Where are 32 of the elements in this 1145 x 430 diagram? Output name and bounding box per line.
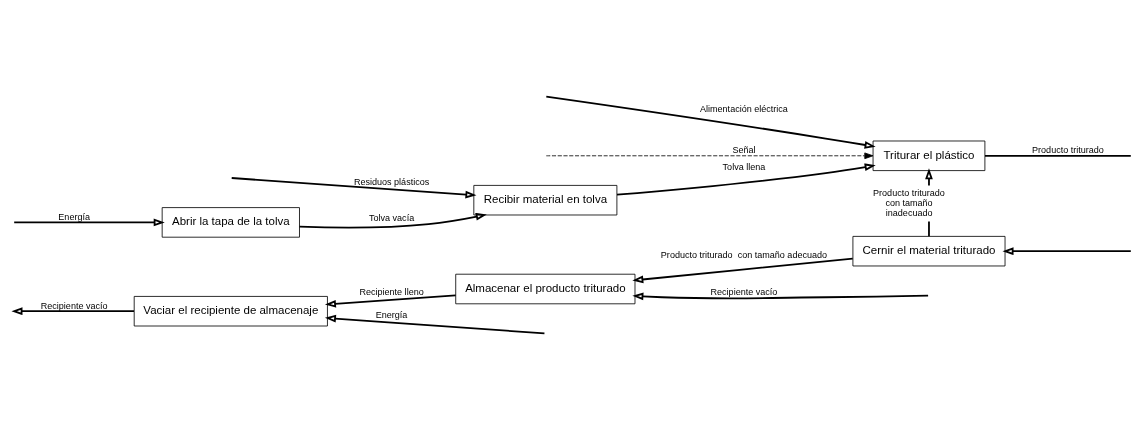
node-box: Cernir el material triturado — [852, 235, 1006, 267]
arrow — [1002, 247, 1132, 256]
node-box: Almacenar el producto triturado — [455, 273, 636, 305]
edge-label: Energía — [375, 309, 408, 320]
edge-label: Producto triturado con tamaño inadecuado — [873, 187, 945, 218]
arrow — [632, 257, 854, 284]
node-box: Recibir material en tolva — [473, 185, 618, 216]
arrow — [545, 95, 876, 149]
edge-label: Tolva llena — [722, 162, 766, 173]
edge-label: Alimentación eléctrica — [700, 104, 788, 115]
arrow — [324, 294, 457, 308]
edge-label: Recipiente lleno — [359, 286, 424, 297]
edge-label: Producto triturado con tamaño adecuado — [660, 250, 828, 261]
arrow — [298, 212, 487, 229]
node-box: Vaciar el recipiente de almacenaje — [133, 296, 328, 327]
connector — [984, 154, 1132, 157]
edge-label: Energía — [58, 211, 90, 222]
arrow — [230, 177, 477, 199]
node-box: Abrir la tapa de la tolva — [161, 207, 300, 238]
arrow — [545, 152, 874, 160]
edge-label: Producto triturado — [1032, 145, 1104, 156]
arrow — [632, 292, 929, 301]
edge-label: Recipiente vacío — [40, 300, 108, 311]
arrow — [11, 307, 135, 316]
edge-label: Señal — [732, 145, 756, 156]
edge-label: Recipiente vacío — [710, 286, 778, 297]
arrow — [13, 218, 165, 227]
arrow — [324, 314, 546, 335]
arrow — [616, 163, 876, 196]
edge-label: Tolva vacía — [368, 213, 415, 224]
edge-label: Residuos plásticos — [353, 177, 430, 188]
node-box: Triturar el plástico — [872, 140, 986, 171]
